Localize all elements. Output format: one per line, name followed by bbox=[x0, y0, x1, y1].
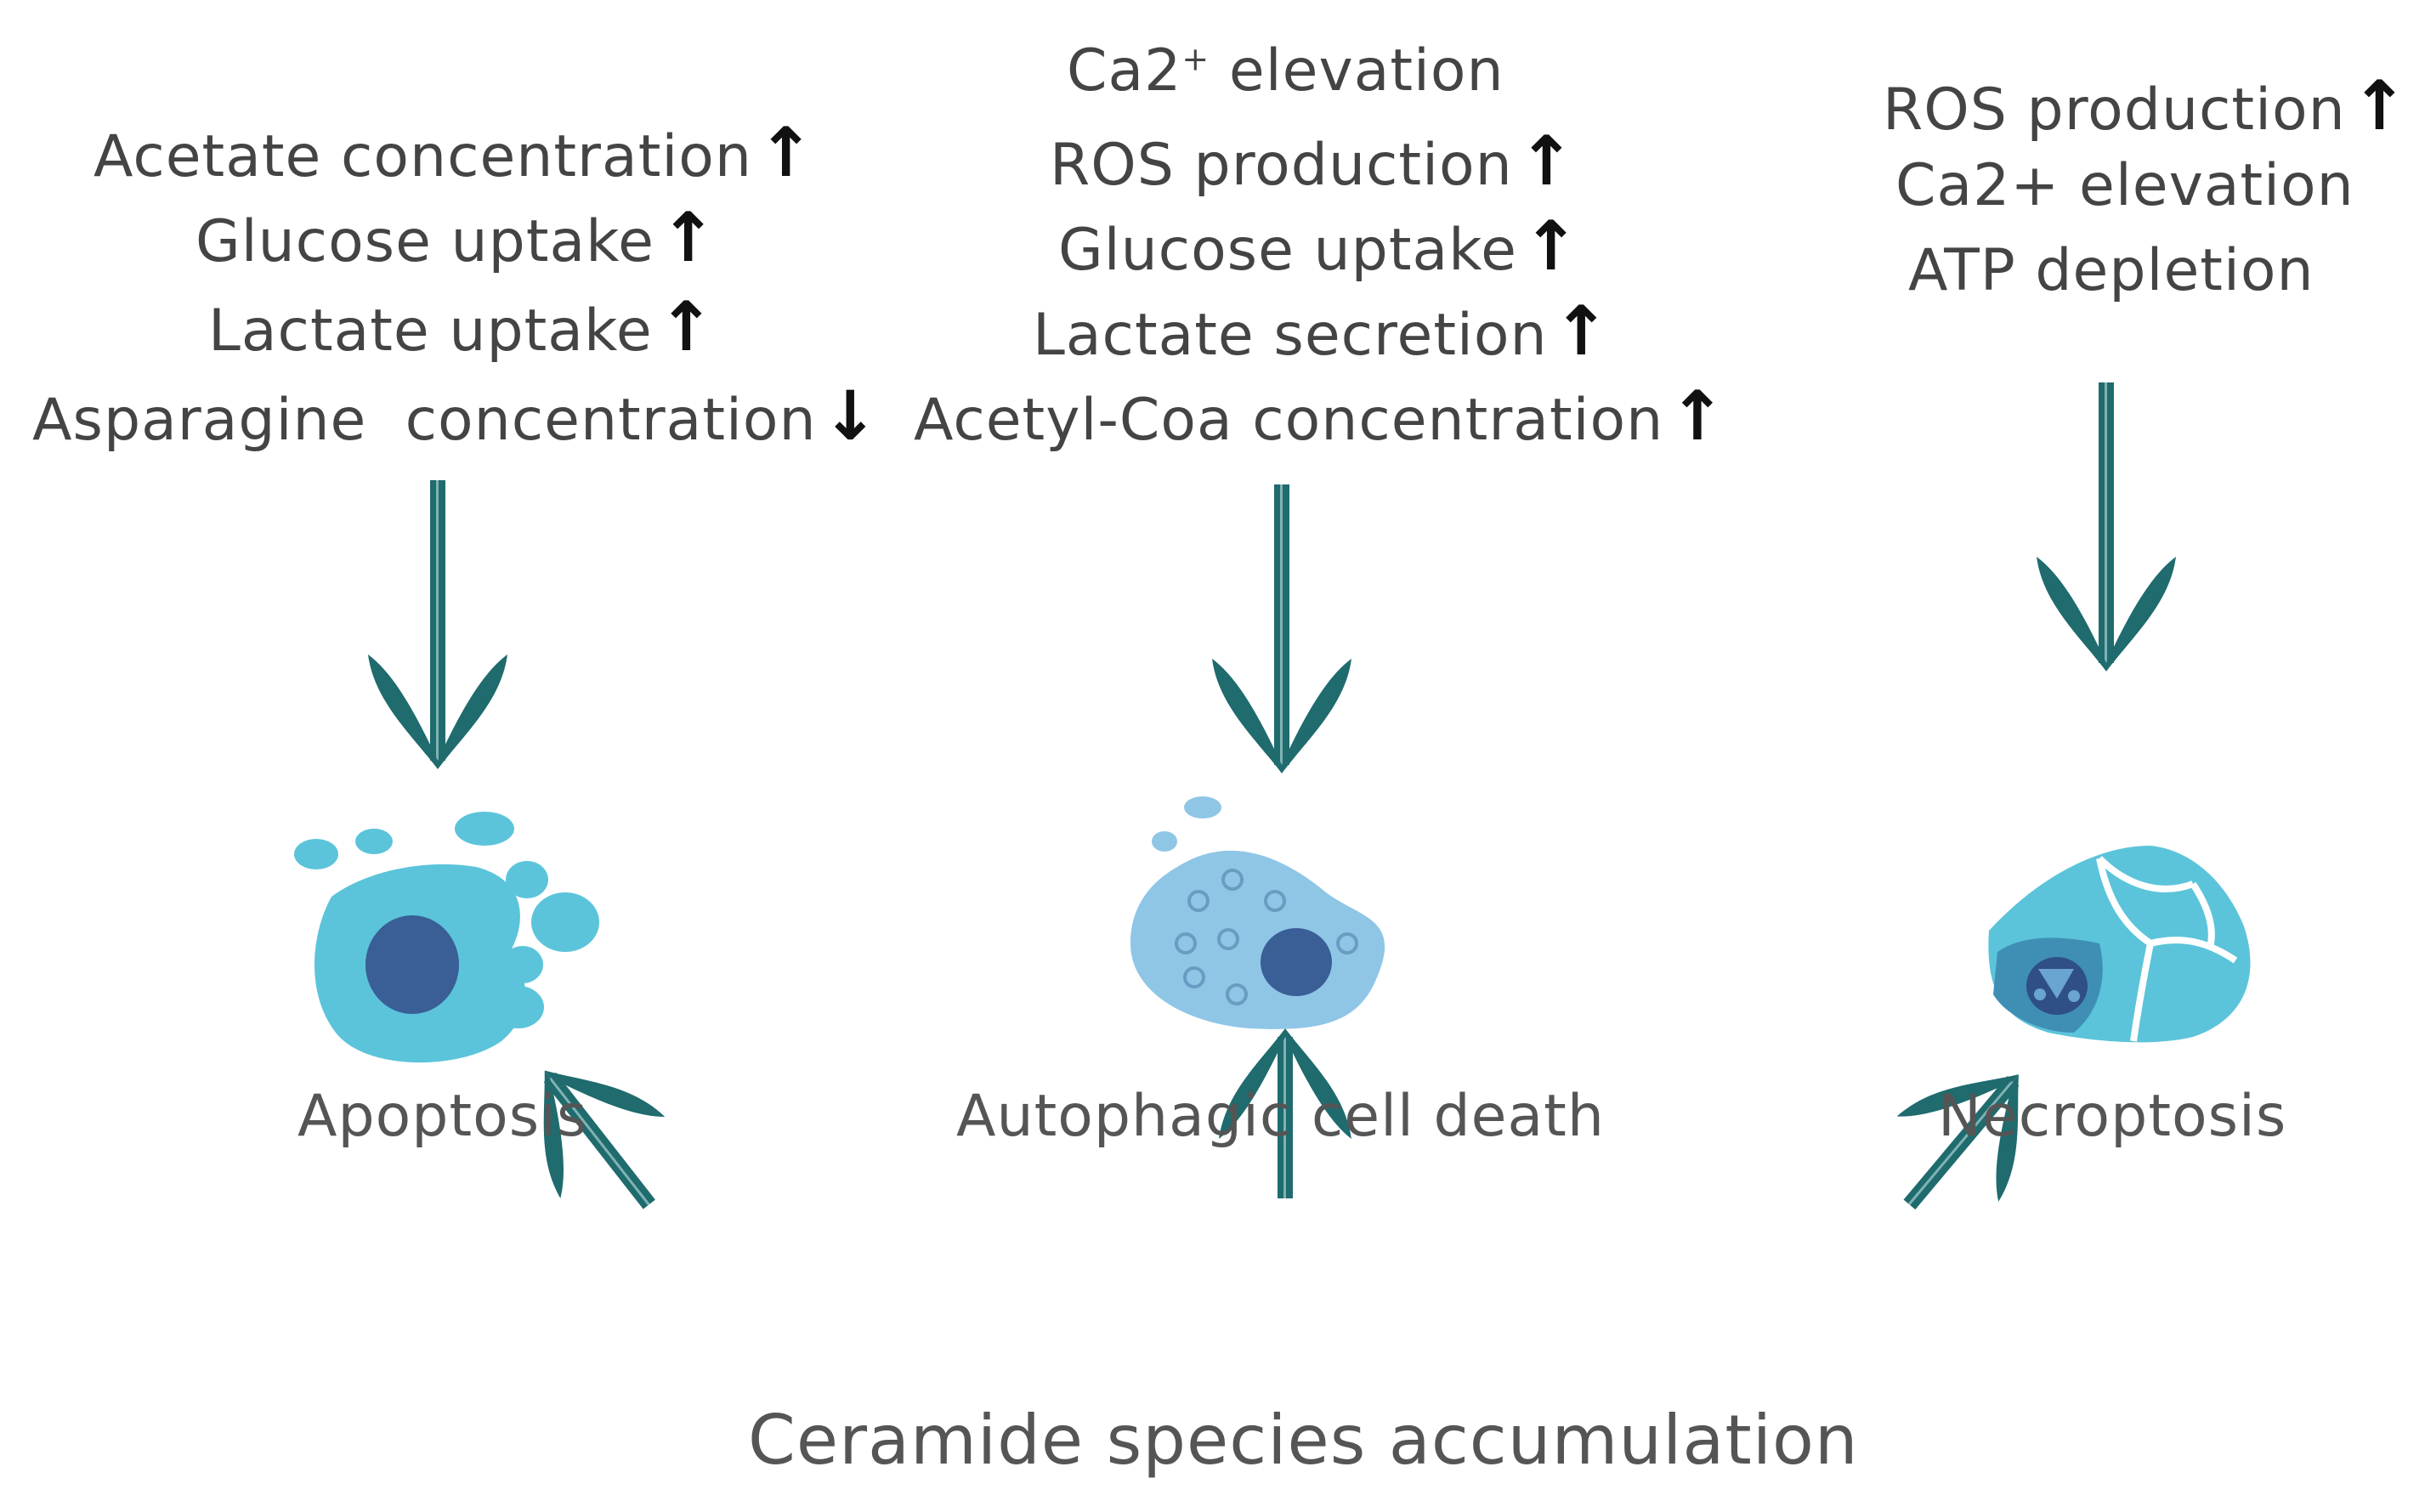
up-arrow-icon: ↑ bbox=[657, 287, 716, 366]
down-arrow-icon: ↓ bbox=[821, 377, 880, 456]
right-factor-atp: ATP depletion bbox=[1908, 242, 2315, 300]
label-apoptosis: Apoptosis bbox=[297, 1083, 588, 1150]
middle-factor-ros: ROS production↑ bbox=[1050, 127, 1576, 195]
label-necroptosis: Necroptosis bbox=[1938, 1083, 2287, 1150]
middle-factor-acetylcoa-text: Acetyl-Coa concentration bbox=[914, 387, 1664, 454]
left-factor-glucose-text: Glucose uptake bbox=[195, 208, 654, 275]
right-factor-ros-text: ROS production bbox=[1883, 76, 2346, 144]
left-factor-acetate: Acetate concentration↑ bbox=[93, 119, 815, 187]
up-arrow-icon: ↑ bbox=[2350, 66, 2409, 145]
middle-factor-ca-prefix: Ca2 bbox=[1067, 37, 1182, 105]
left-factor-lactate: Lactate uptake↑ bbox=[208, 293, 716, 361]
left-factor-glucose: Glucose uptake↑ bbox=[195, 204, 717, 272]
up-arrow-icon: ↑ bbox=[756, 113, 815, 192]
autophagic-cell-icon bbox=[1130, 796, 1385, 1029]
arrow-to-autophagic-icon bbox=[1212, 484, 1351, 773]
left-factor-asparagine-text: Asparagine concentration bbox=[32, 387, 817, 454]
up-arrow-icon: ↑ bbox=[1552, 292, 1611, 371]
up-arrow-icon: ↑ bbox=[1521, 207, 1580, 286]
up-arrow-icon: ↑ bbox=[659, 198, 717, 277]
label-ceramide: Ceramide species accumulation bbox=[748, 1401, 1859, 1480]
right-factor-ros: ROS production↑ bbox=[1883, 72, 2409, 140]
necroptotic-cell-icon bbox=[1988, 846, 2251, 1043]
middle-factor-lactate: Lactate secretion↑ bbox=[1033, 297, 1611, 365]
middle-factor-ros-text: ROS production bbox=[1050, 132, 1513, 199]
right-factor-atp-text: ATP depletion bbox=[1908, 237, 2315, 304]
apoptotic-cell-icon bbox=[294, 812, 599, 1063]
up-arrow-icon: ↑ bbox=[1517, 122, 1576, 201]
arrow-to-necroptosis-icon bbox=[2037, 382, 2176, 671]
middle-factor-ca-suffix: elevation bbox=[1210, 37, 1504, 105]
arrow-to-apoptosis-icon bbox=[368, 480, 507, 769]
label-autophagic: Autophagic cell death bbox=[956, 1083, 1605, 1150]
middle-factor-ca: Ca2+ elevation bbox=[1067, 42, 1504, 100]
middle-factor-ca-sup: + bbox=[1181, 40, 1210, 78]
left-factor-acetate-text: Acetate concentration bbox=[93, 123, 752, 190]
middle-factor-lactate-text: Lactate secretion bbox=[1033, 302, 1548, 369]
left-factor-lactate-text: Lactate uptake bbox=[208, 297, 653, 365]
middle-factor-glucose: Glucose uptake↑ bbox=[1058, 212, 1580, 280]
right-factor-ca-text: Ca2+ elevation bbox=[1895, 152, 2354, 219]
middle-factor-glucose-text: Glucose uptake bbox=[1058, 217, 1517, 284]
left-factor-asparagine: Asparagine concentration↓ bbox=[32, 382, 880, 450]
middle-factor-acetylcoa: Acetyl-Coa concentration↑ bbox=[914, 382, 1726, 450]
up-arrow-icon: ↑ bbox=[1669, 377, 1727, 456]
right-factor-ca: Ca2+ elevation bbox=[1895, 157, 2354, 215]
